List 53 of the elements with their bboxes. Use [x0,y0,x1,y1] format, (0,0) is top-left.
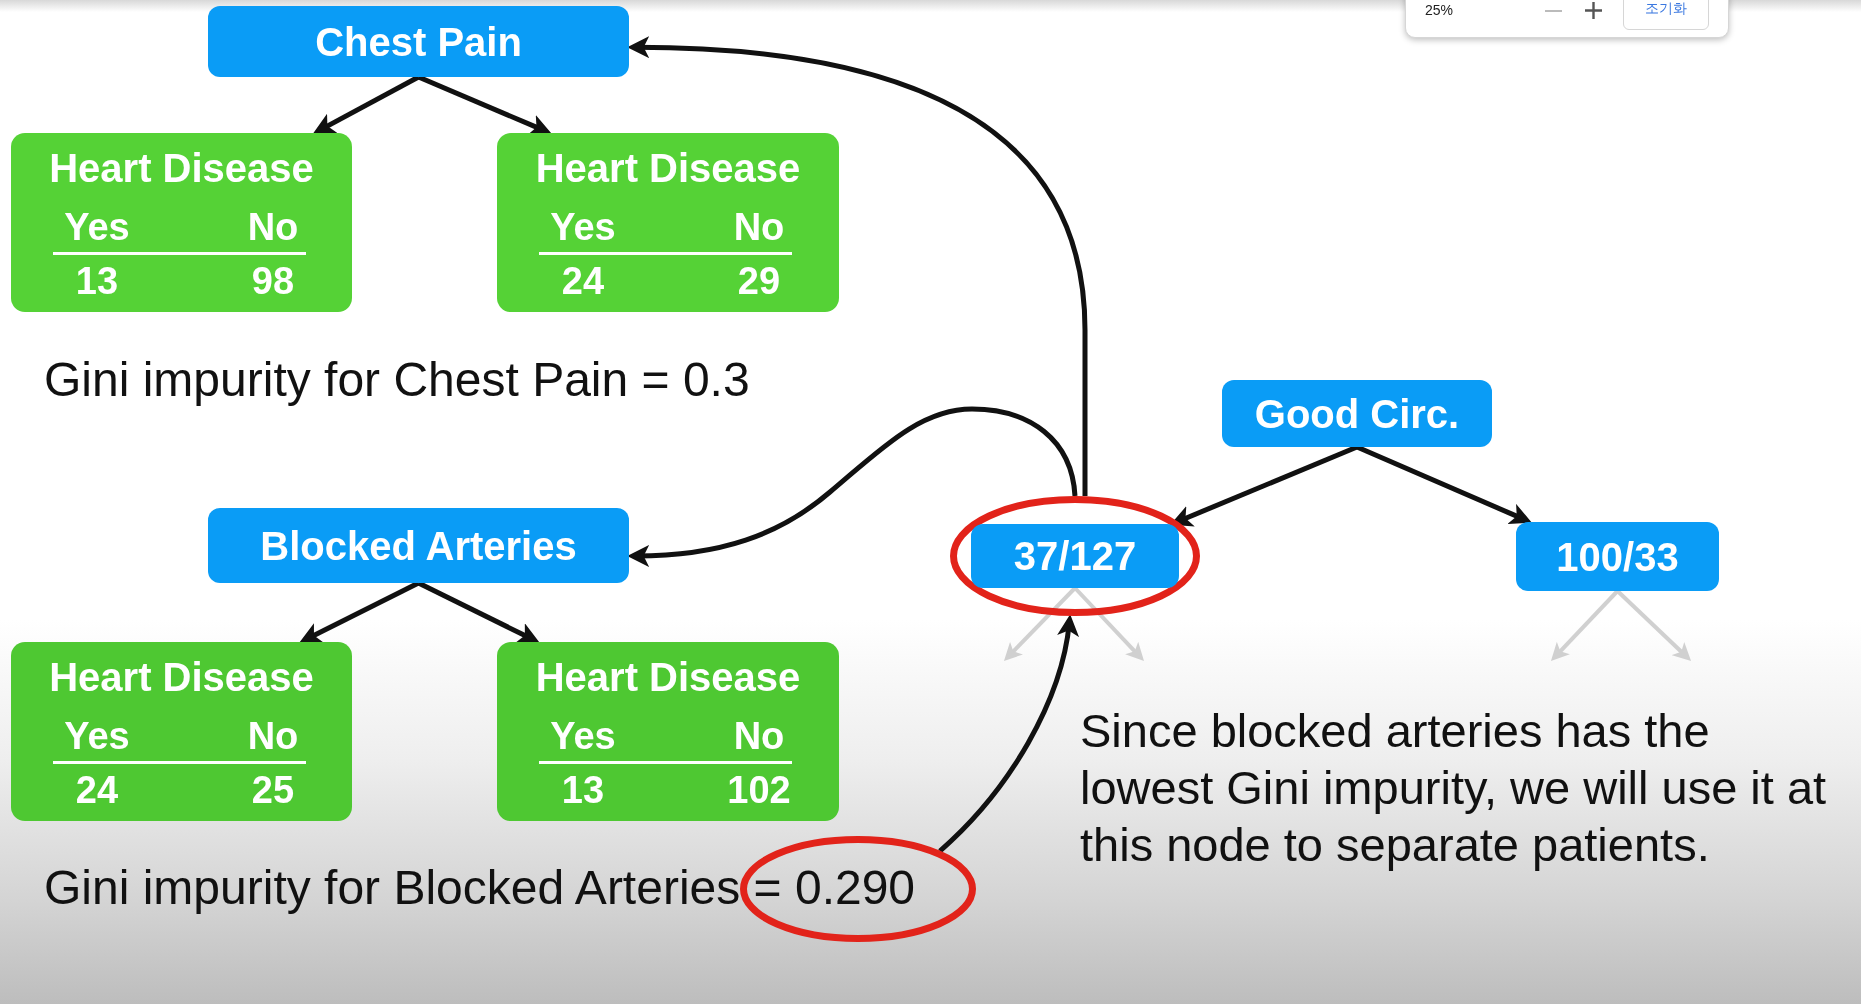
curved-arrow [627,406,1078,567]
gini-result-text: Gini impurity for Chest Pain = 0.3 [44,352,750,408]
outcome-table-box [11,642,352,821]
column-header: Yes [64,205,130,249]
reset-button: 조기화 [1623,0,1709,30]
column-header: No [247,714,299,758]
feature-box [1222,380,1492,447]
faded-arrow [1550,589,1619,662]
curved-arrow [627,36,1088,496]
count-value: 24 [561,259,605,303]
highlight-ellipse [950,496,1200,616]
table-heading: Heart Disease [535,654,801,700]
count-value: 29 [737,259,781,303]
outcome-table-box [497,133,839,312]
count-value: 98 [251,259,295,303]
count-value: 25 [251,768,295,812]
zoom-level-text: 25% [1425,1,1454,19]
count-value: 102 [727,768,791,812]
arrow [1356,444,1532,525]
column-header: Yes [64,714,130,758]
faded-arrow [1616,589,1692,662]
node-label: 37/127 [1013,533,1137,579]
column-header: No [733,205,785,249]
arrow [417,74,552,136]
faded-arrow [1073,586,1145,662]
table-heading: Heart Disease [49,145,314,191]
count-box [1516,522,1719,591]
column-header: Yes [550,205,616,249]
node-label: 100/33 [1556,533,1679,580]
column-header: No [733,714,785,758]
feature-box [208,508,629,583]
node-label: Chest Pain [315,18,522,65]
node-label: Good Circ. [1254,390,1460,437]
explanation-text: Since blocked arteries has the lowest Gini impurity, we will use it at this node to separate patients. [1080,703,1828,873]
node-label: Blocked Arteries [260,522,577,569]
count-box [971,524,1179,588]
column-header: Yes [550,714,616,758]
table-heading: Heart Disease [49,654,314,700]
count-value: 13 [75,259,119,303]
count-value: 24 [75,768,119,812]
faded-arrow [1003,586,1077,662]
feature-box [208,6,629,77]
gini-result-text: Gini impurity for Blocked Arteries = 0.290 [44,860,916,916]
outcome-table-box [11,133,352,312]
curved-arrow [938,614,1079,853]
highlight-ellipse [740,836,976,942]
column-header: No [247,205,299,249]
count-value: 13 [561,768,605,812]
arrow [312,74,420,134]
table-heading: Heart Disease [535,145,801,191]
arrow [417,580,540,643]
outcome-table-box [497,642,839,821]
arrow [299,580,420,643]
